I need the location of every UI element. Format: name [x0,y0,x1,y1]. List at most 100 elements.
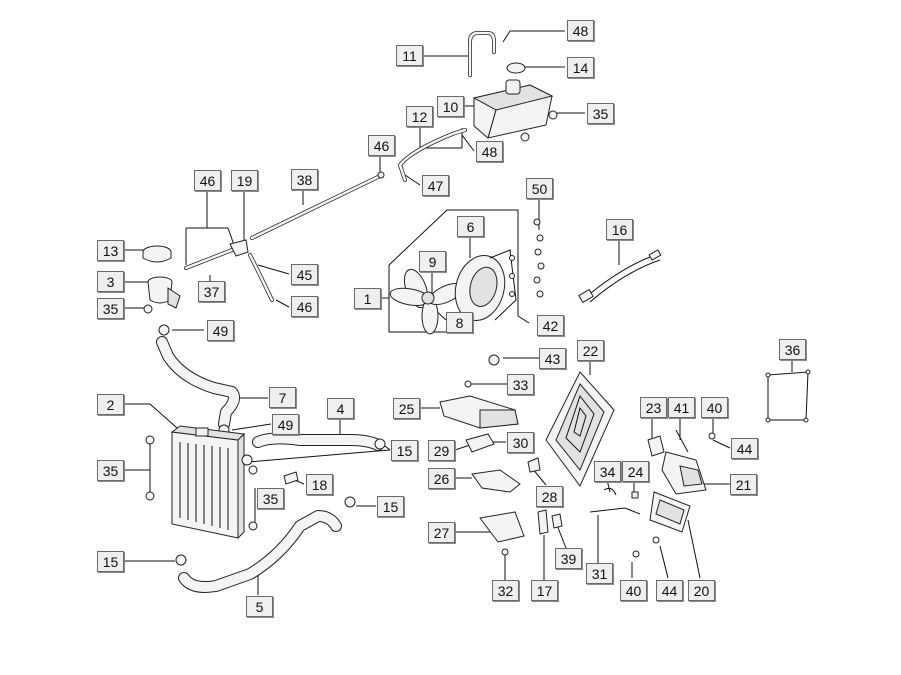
bolt-35-side [520,132,530,142]
upper-hose-7 [156,336,240,430]
callout-23: 23 [640,397,667,418]
callout-35-neck: 35 [97,298,124,319]
expansion-tank [472,79,554,139]
callout-40-top: 40 [701,397,728,418]
callout-13: 13 [97,240,124,261]
screws-50 [533,218,545,298]
radiator-cap-13 [142,245,172,263]
callout-11: 11 [396,45,423,66]
clamp-15-left [241,454,253,466]
callout-50: 50 [526,178,553,199]
callout-19: 19 [231,170,258,191]
bolt-33 [464,380,472,388]
bracket-25 [439,395,519,429]
callout-48-lower: 48 [476,141,503,162]
callout-49-mid: 49 [272,414,299,435]
clip-17 [537,509,549,535]
callout-32: 32 [492,580,519,601]
callout-16: 16 [606,219,633,240]
clip-39 [551,513,563,529]
callout-15-right: 15 [391,440,418,461]
bolt-32 [501,548,509,556]
callout-14: 14 [567,57,594,78]
callout-33: 33 [507,374,534,395]
callout-46-top: 46 [368,135,395,156]
callout-47: 47 [422,175,449,196]
housing-21 [661,451,707,495]
radiator-bolts-35 [145,435,258,531]
callout-28: 28 [536,486,563,507]
filler-neck-3 [147,276,181,309]
callout-49-top: 49 [207,320,234,341]
callout-30: 30 [507,432,534,453]
callout-39: 39 [555,548,582,569]
clamp-46-top [377,171,385,179]
callout-35-right: 35 [257,488,284,509]
callout-40-bottom: 40 [620,580,647,601]
fan-blade-9 [389,268,464,335]
callout-45: 45 [291,264,318,285]
pipe-45 [248,253,274,302]
callout-26: 26 [428,468,455,489]
fan-shroud-6 [454,249,517,321]
callout-20: 20 [688,580,715,601]
clamp-15-lower [344,496,356,508]
tee-fitting-19 [229,239,249,257]
callout-9: 9 [419,251,446,272]
fan-bolts-42 [509,255,515,297]
nut-43 [488,354,500,366]
callout-38: 38 [291,169,318,190]
clamp-49-top [158,324,170,336]
fitting-18 [283,471,299,485]
callout-44-bottom: 44 [656,580,683,601]
callout-15-lower: 15 [377,496,404,517]
callout-41: 41 [668,397,695,418]
nut-40-top [708,432,716,440]
overflow-hose-11 [468,31,496,77]
bracket-29 [465,433,495,453]
wire-harness-16 [578,249,662,304]
lower-hose-5 [178,510,342,593]
bolt-44-bottom [652,536,660,544]
callout-35-radiator: 35 [97,460,124,481]
callout-15-bottom: 15 [97,551,124,572]
pipe-38 [250,174,382,240]
rod-41 [675,429,689,453]
callout-46-mid: 46 [291,296,318,317]
rod-31 [589,507,641,515]
callout-4: 4 [327,398,354,419]
callout-21: 21 [730,474,757,495]
callout-34: 34 [594,461,621,482]
callout-42: 42 [537,315,564,336]
callout-25: 25 [393,398,420,419]
frame-36 [765,369,811,423]
callout-35: 35 [587,103,614,124]
radiator-2 [170,425,246,540]
callout-43: 43 [539,348,566,369]
clamp-15-bottom [175,554,187,566]
callout-7: 7 [269,387,296,408]
pipe-37 [184,248,234,270]
bracket-23 [647,435,665,457]
callout-18: 18 [306,474,333,495]
bolt-35-top [548,110,558,120]
callout-8: 8 [446,312,473,333]
callout-31: 31 [586,563,613,584]
callout-3: 3 [97,271,124,292]
bracket-27 [479,511,525,543]
callout-2: 2 [97,394,124,415]
clip-28 [527,457,541,473]
spring-34 [603,487,617,496]
hose-12 [397,128,467,182]
callout-48: 48 [567,20,594,41]
callout-37: 37 [198,281,225,302]
callout-22: 22 [577,340,604,361]
callout-10: 10 [437,96,464,117]
callout-44-top: 44 [731,438,758,459]
hose-4 [252,432,384,451]
callout-1: 1 [354,288,381,309]
tank-cap-14 [506,62,526,74]
nut-24 [631,491,639,499]
